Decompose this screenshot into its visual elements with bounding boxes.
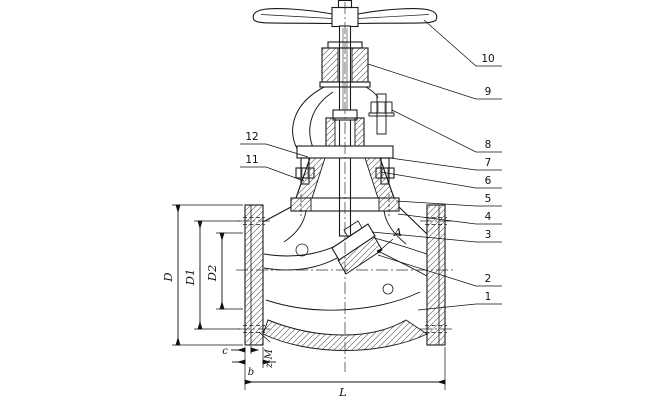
callout-leaders bbox=[240, 19, 502, 311]
leader-11 bbox=[240, 166, 305, 182]
leader-A bbox=[376, 238, 394, 254]
leader-12 bbox=[240, 143, 309, 158]
callout-11: 11 bbox=[245, 154, 258, 166]
callout-3: 3 bbox=[485, 229, 492, 241]
dim-label-L: L bbox=[338, 385, 347, 399]
dim-label-D: D bbox=[161, 272, 175, 282]
dim-label-c: c bbox=[222, 346, 228, 357]
centerlines bbox=[236, 2, 456, 372]
leader-10 bbox=[423, 19, 502, 67]
leader-4 bbox=[397, 213, 502, 225]
dim-label-D2: D2 bbox=[205, 265, 219, 283]
leader-1 bbox=[417, 303, 502, 311]
left-flange bbox=[243, 204, 265, 346]
callout-4: 4 bbox=[485, 211, 492, 223]
seat-and-disc bbox=[331, 220, 383, 275]
leader-7 bbox=[389, 157, 502, 171]
leader-9 bbox=[367, 63, 502, 100]
bolt-spec-leader bbox=[258, 331, 271, 343]
callout-6: 6 bbox=[485, 175, 492, 187]
callout-12: 12 bbox=[245, 131, 258, 143]
leader-8 bbox=[391, 109, 502, 153]
dimension-labels: D D1 D2 L b c z-M bbox=[161, 265, 347, 399]
dim-label-D1: D1 bbox=[183, 269, 197, 287]
bonnet bbox=[290, 157, 400, 216]
leader-5 bbox=[395, 200, 502, 207]
annotation-A: A bbox=[393, 226, 402, 239]
callout-7: 7 bbox=[485, 157, 492, 169]
dim-label-b: b bbox=[248, 367, 254, 378]
callout-numbers: 10 9 8 7 6 5 4 3 2 1 12 11 A bbox=[245, 53, 494, 303]
callout-1: 1 bbox=[485, 291, 492, 303]
callout-5: 5 bbox=[485, 193, 492, 205]
yoke bbox=[292, 86, 379, 153]
callout-9: 9 bbox=[485, 86, 492, 98]
valve-body bbox=[262, 206, 428, 351]
hinged-bolt-nut bbox=[368, 93, 395, 135]
dimension-lines bbox=[172, 204, 446, 390]
leader-6 bbox=[380, 171, 502, 189]
bolt-spec-label: z-M bbox=[264, 348, 275, 369]
callout-2: 2 bbox=[485, 273, 492, 285]
leader-2 bbox=[377, 254, 502, 287]
leader-3 bbox=[371, 231, 502, 243]
callout-8: 8 bbox=[485, 139, 492, 151]
right-flange bbox=[425, 204, 447, 346]
callout-10: 10 bbox=[481, 53, 494, 65]
